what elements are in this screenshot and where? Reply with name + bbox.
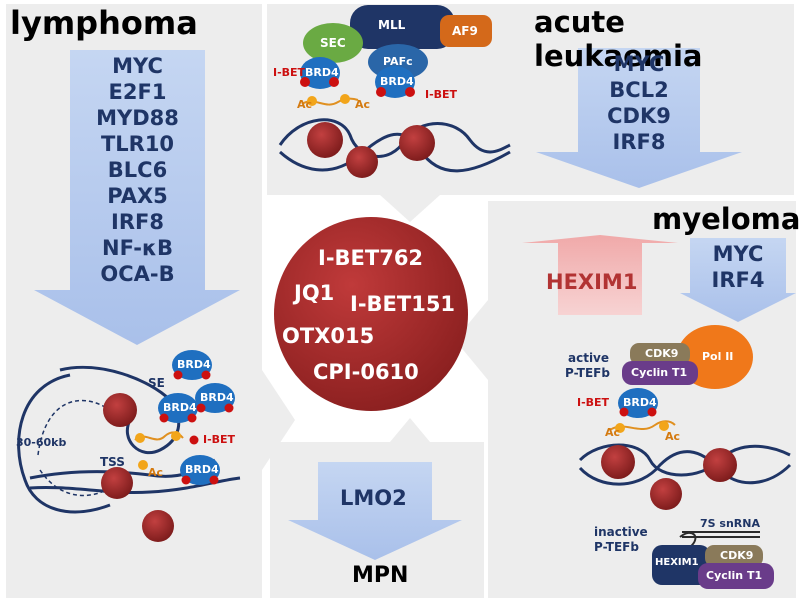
nucleosome (307, 122, 343, 158)
gene-label: IRF8 (111, 210, 164, 234)
hexim1-complex-label: HEXIM1 (655, 557, 699, 568)
nucleosome (650, 478, 682, 510)
myeloma-title: myeloma (652, 202, 800, 236)
gene-label: NF-κB (102, 236, 173, 260)
ac-label: Ac (605, 426, 621, 439)
brd4-label: BRD4 (163, 401, 197, 414)
active-label: active (568, 351, 610, 365)
af9-complex (440, 15, 492, 47)
ac-label: Ac (148, 466, 164, 479)
nucleosome (601, 445, 635, 479)
mpn-down-arrow (288, 462, 462, 560)
brd4-label: BRD4 (185, 463, 219, 476)
leukaemia-gene-list: MYC BCL2 CDK9 IRF8 (578, 52, 700, 162)
se-label: SE (148, 376, 165, 390)
cyclin-t1-label: Cyclin T1 (631, 366, 688, 379)
lymphoma-down-arrow (34, 50, 240, 345)
brd4 (172, 350, 212, 380)
gene-label: IRF4 (711, 268, 765, 292)
sec-complex (303, 23, 363, 63)
brd4 (195, 383, 235, 413)
ac-label: Ac (355, 98, 371, 111)
cyclin-t1-inactive (698, 563, 774, 589)
gene-label: MYC (112, 54, 163, 78)
drug-label: JQ1 (294, 281, 335, 305)
brd4-label: BRD4 (200, 391, 234, 404)
cdk9-inactive (705, 545, 763, 567)
cdk9-active (630, 343, 690, 365)
drug-label: CPI-0610 (313, 360, 419, 384)
gene-label: E2F1 (108, 80, 167, 104)
drug-label: I-BET762 (318, 246, 424, 270)
brd4-label: BRD4 (305, 66, 339, 79)
leukaemia-pointer (380, 195, 440, 222)
cyclin-t1-label: Cyclin T1 (706, 569, 763, 582)
gene-label: MYD88 (96, 106, 179, 130)
myeloma-down-arrow (680, 238, 796, 322)
tss-label: TSS (100, 455, 125, 469)
brd4-label: BRD4 (380, 75, 414, 88)
nucleosome (346, 146, 378, 178)
mll-label: MLL (378, 18, 406, 32)
nucleosome (142, 510, 174, 542)
drug-label: I-BET151 (350, 292, 456, 316)
drug-label: OTX015 (282, 324, 375, 348)
ac-label: Ac (297, 98, 313, 111)
cyclin-t1-active (622, 361, 698, 385)
gene-label: IRF8 (612, 130, 666, 154)
lymphoma-title: lymphoma (10, 4, 198, 42)
mpn-pointer (390, 418, 430, 442)
gene-label: CDK9 (607, 104, 671, 128)
af9-label: AF9 (452, 24, 478, 38)
myeloma-gene-list: MYC IRF4 (690, 242, 786, 302)
lymphoma-pointer (262, 370, 295, 470)
acute-leukaemia-title: acute leukaemia (534, 5, 703, 73)
cdk9-label: CDK9 (720, 549, 754, 562)
ibet-label: I-BET (425, 88, 458, 101)
ptefb-inactive-label: P-TEFb (594, 540, 639, 554)
gene-label: TLR10 (100, 132, 175, 156)
cdk9-label: CDK9 (645, 347, 679, 360)
lymphoma-gene-list: MYC E2F1 MYD88 TLR10 BLC6 PAX5 IRF8 NF-κ… (70, 54, 205, 294)
mll-complex (350, 5, 455, 49)
7s-snrna-label: 7S snRNA (700, 517, 760, 530)
pafc-label: PAFc (383, 55, 413, 68)
brd4-label: BRD4 (177, 358, 211, 371)
hexim1-up-label: HEXIM1 (546, 270, 638, 294)
nucleosome (399, 125, 435, 161)
ac-label: Ac (665, 430, 681, 443)
ibet-label: I-BET (203, 433, 236, 446)
brd4 (180, 455, 220, 485)
mpn-title: MPN (352, 563, 409, 588)
lmo2-label: LMO2 (340, 486, 407, 510)
myeloma-up-arrow (522, 235, 678, 315)
hexim1-complex (652, 545, 710, 585)
myeloma-pointer (455, 300, 488, 380)
nucleosome (101, 467, 133, 499)
center-drug-circle (274, 217, 468, 411)
ibet-label: I-BET (577, 396, 610, 409)
distance-label: 30-60kb (16, 436, 67, 449)
gene-label: MYC (613, 52, 665, 76)
gene-label: PAX5 (107, 184, 168, 208)
brd4-label: BRD4 (623, 396, 657, 409)
gene-label: OCA-B (100, 262, 175, 286)
inactive-label: inactive (594, 525, 648, 539)
nucleosome (703, 448, 737, 482)
pol-ii-label: Pol II (702, 350, 734, 363)
brd4 (158, 393, 198, 423)
sec-label: SEC (320, 36, 346, 50)
ptefb-active-label: P-TEFb (565, 366, 610, 380)
ibet-label: I-BET (273, 66, 306, 79)
nucleosome (103, 393, 137, 427)
gene-label: BLC6 (107, 158, 168, 182)
gene-label: BCL2 (609, 78, 669, 102)
gene-label: MYC (712, 242, 764, 266)
leukaemia-down-arrow (536, 48, 742, 188)
